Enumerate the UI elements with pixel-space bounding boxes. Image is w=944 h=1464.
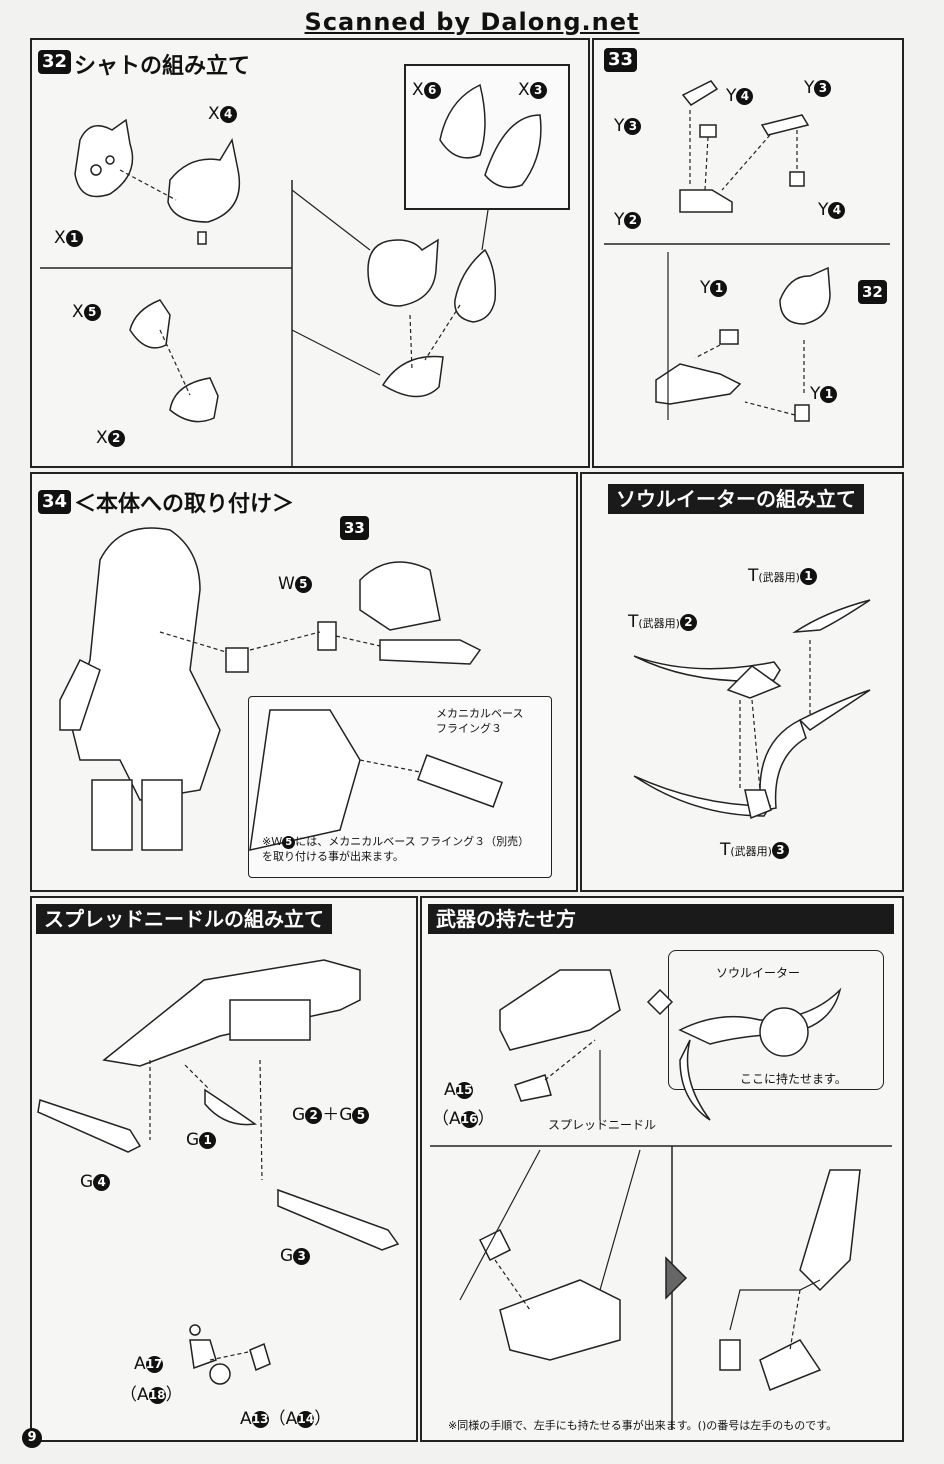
weapon-hold-title: 武器の持たせ方 — [428, 904, 894, 934]
label-a16: （A16） — [432, 1109, 495, 1129]
num-y2: 2 — [624, 211, 642, 229]
label-t3: T(武器用)3 — [720, 840, 789, 860]
weapon-hold-footnote: ※同様の手順で、左手にも持たせる事が出来ます。()の番号は左手のものです。 — [448, 1419, 838, 1432]
step-32-number: 32 — [38, 50, 72, 74]
label-t2: T(武器用)2 — [628, 612, 697, 632]
label-hold-here: ここに持たせます。 — [740, 1072, 847, 1086]
label-a13-a14: A13（A14） — [240, 1409, 332, 1429]
num-x2: 2 — [107, 429, 125, 447]
page-number: 9 — [22, 1428, 42, 1448]
num-w5: 5 — [294, 575, 312, 593]
num-y4a: 4 — [736, 87, 754, 105]
inset-label: メカニカルベースフライング３ — [436, 707, 524, 735]
label-a17: A17 — [134, 1354, 163, 1374]
spread-needle-title: スプレッドニードルの組み立て — [36, 904, 332, 934]
label-spread-needle: スプレッドニードル — [548, 1118, 657, 1132]
scan-credit: Scanned by Dalong.net — [304, 8, 640, 36]
soul-eater-title: ソウルイーターの組み立て — [608, 484, 864, 514]
num-y3a: 3 — [624, 117, 642, 135]
num-x6: 6 — [423, 81, 441, 99]
step-33-number: 33 — [604, 48, 638, 72]
label-a18: （A18） — [120, 1385, 183, 1405]
label-a15: A15 — [444, 1080, 473, 1100]
num-x4: 4 — [219, 105, 237, 123]
ref-step-32: 32 — [858, 280, 887, 304]
num-x1: 1 — [65, 229, 83, 247]
step-34-number: 34 — [38, 490, 72, 514]
num-y4b: 4 — [828, 201, 846, 219]
label-soul-eater: ソウルイーター — [716, 966, 801, 980]
label-t1: T(武器用)1 — [748, 566, 817, 586]
num-t1: 1 — [799, 567, 817, 585]
step-32-title: シャトの組み立て — [74, 54, 251, 79]
num-y3b: 3 — [814, 79, 832, 97]
num-t2: 2 — [679, 613, 697, 631]
num-t3: 3 — [771, 841, 789, 859]
num-y1b: 1 — [820, 385, 838, 403]
num-x5: 5 — [83, 303, 101, 321]
num-x3: 3 — [529, 81, 547, 99]
step-34-title: ＜本体への取り付け＞ — [74, 492, 295, 517]
step-33-panel — [592, 38, 904, 468]
num-y1a: 1 — [710, 279, 728, 297]
ref-step-33: 33 — [340, 516, 369, 540]
